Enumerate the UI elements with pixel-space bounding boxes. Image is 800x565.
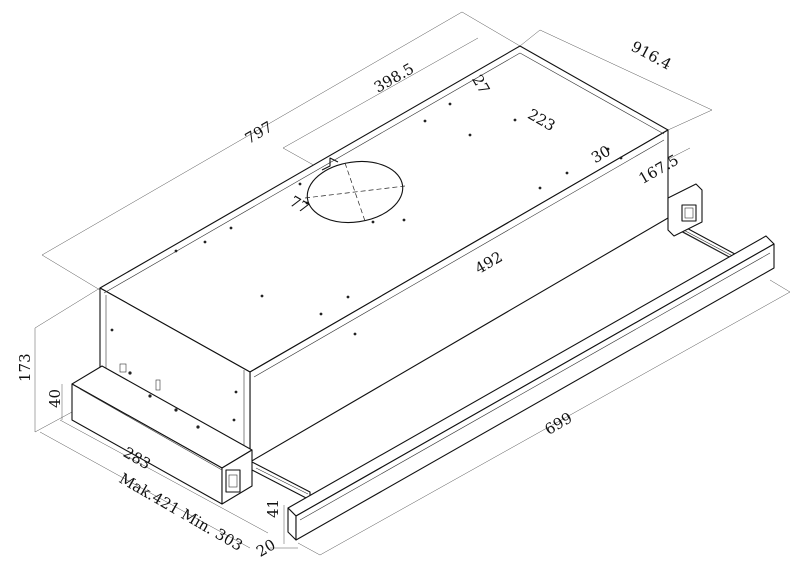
label-699: 699 [542, 409, 576, 439]
hood-body [99, 45, 669, 463]
label-20: 20 [253, 536, 279, 561]
label-173: 173 [16, 353, 34, 382]
label-398-5: 398.5 [371, 59, 417, 96]
front-panel [287, 235, 775, 541]
label-40: 40 [46, 389, 64, 408]
label-916-4: 916.4 [628, 37, 674, 73]
label-797: 797 [242, 118, 276, 148]
mounting-holes [110, 102, 623, 422]
front-slide-bar [71, 363, 253, 505]
label-41: 41 [264, 499, 282, 518]
duct-opening [304, 157, 406, 223]
